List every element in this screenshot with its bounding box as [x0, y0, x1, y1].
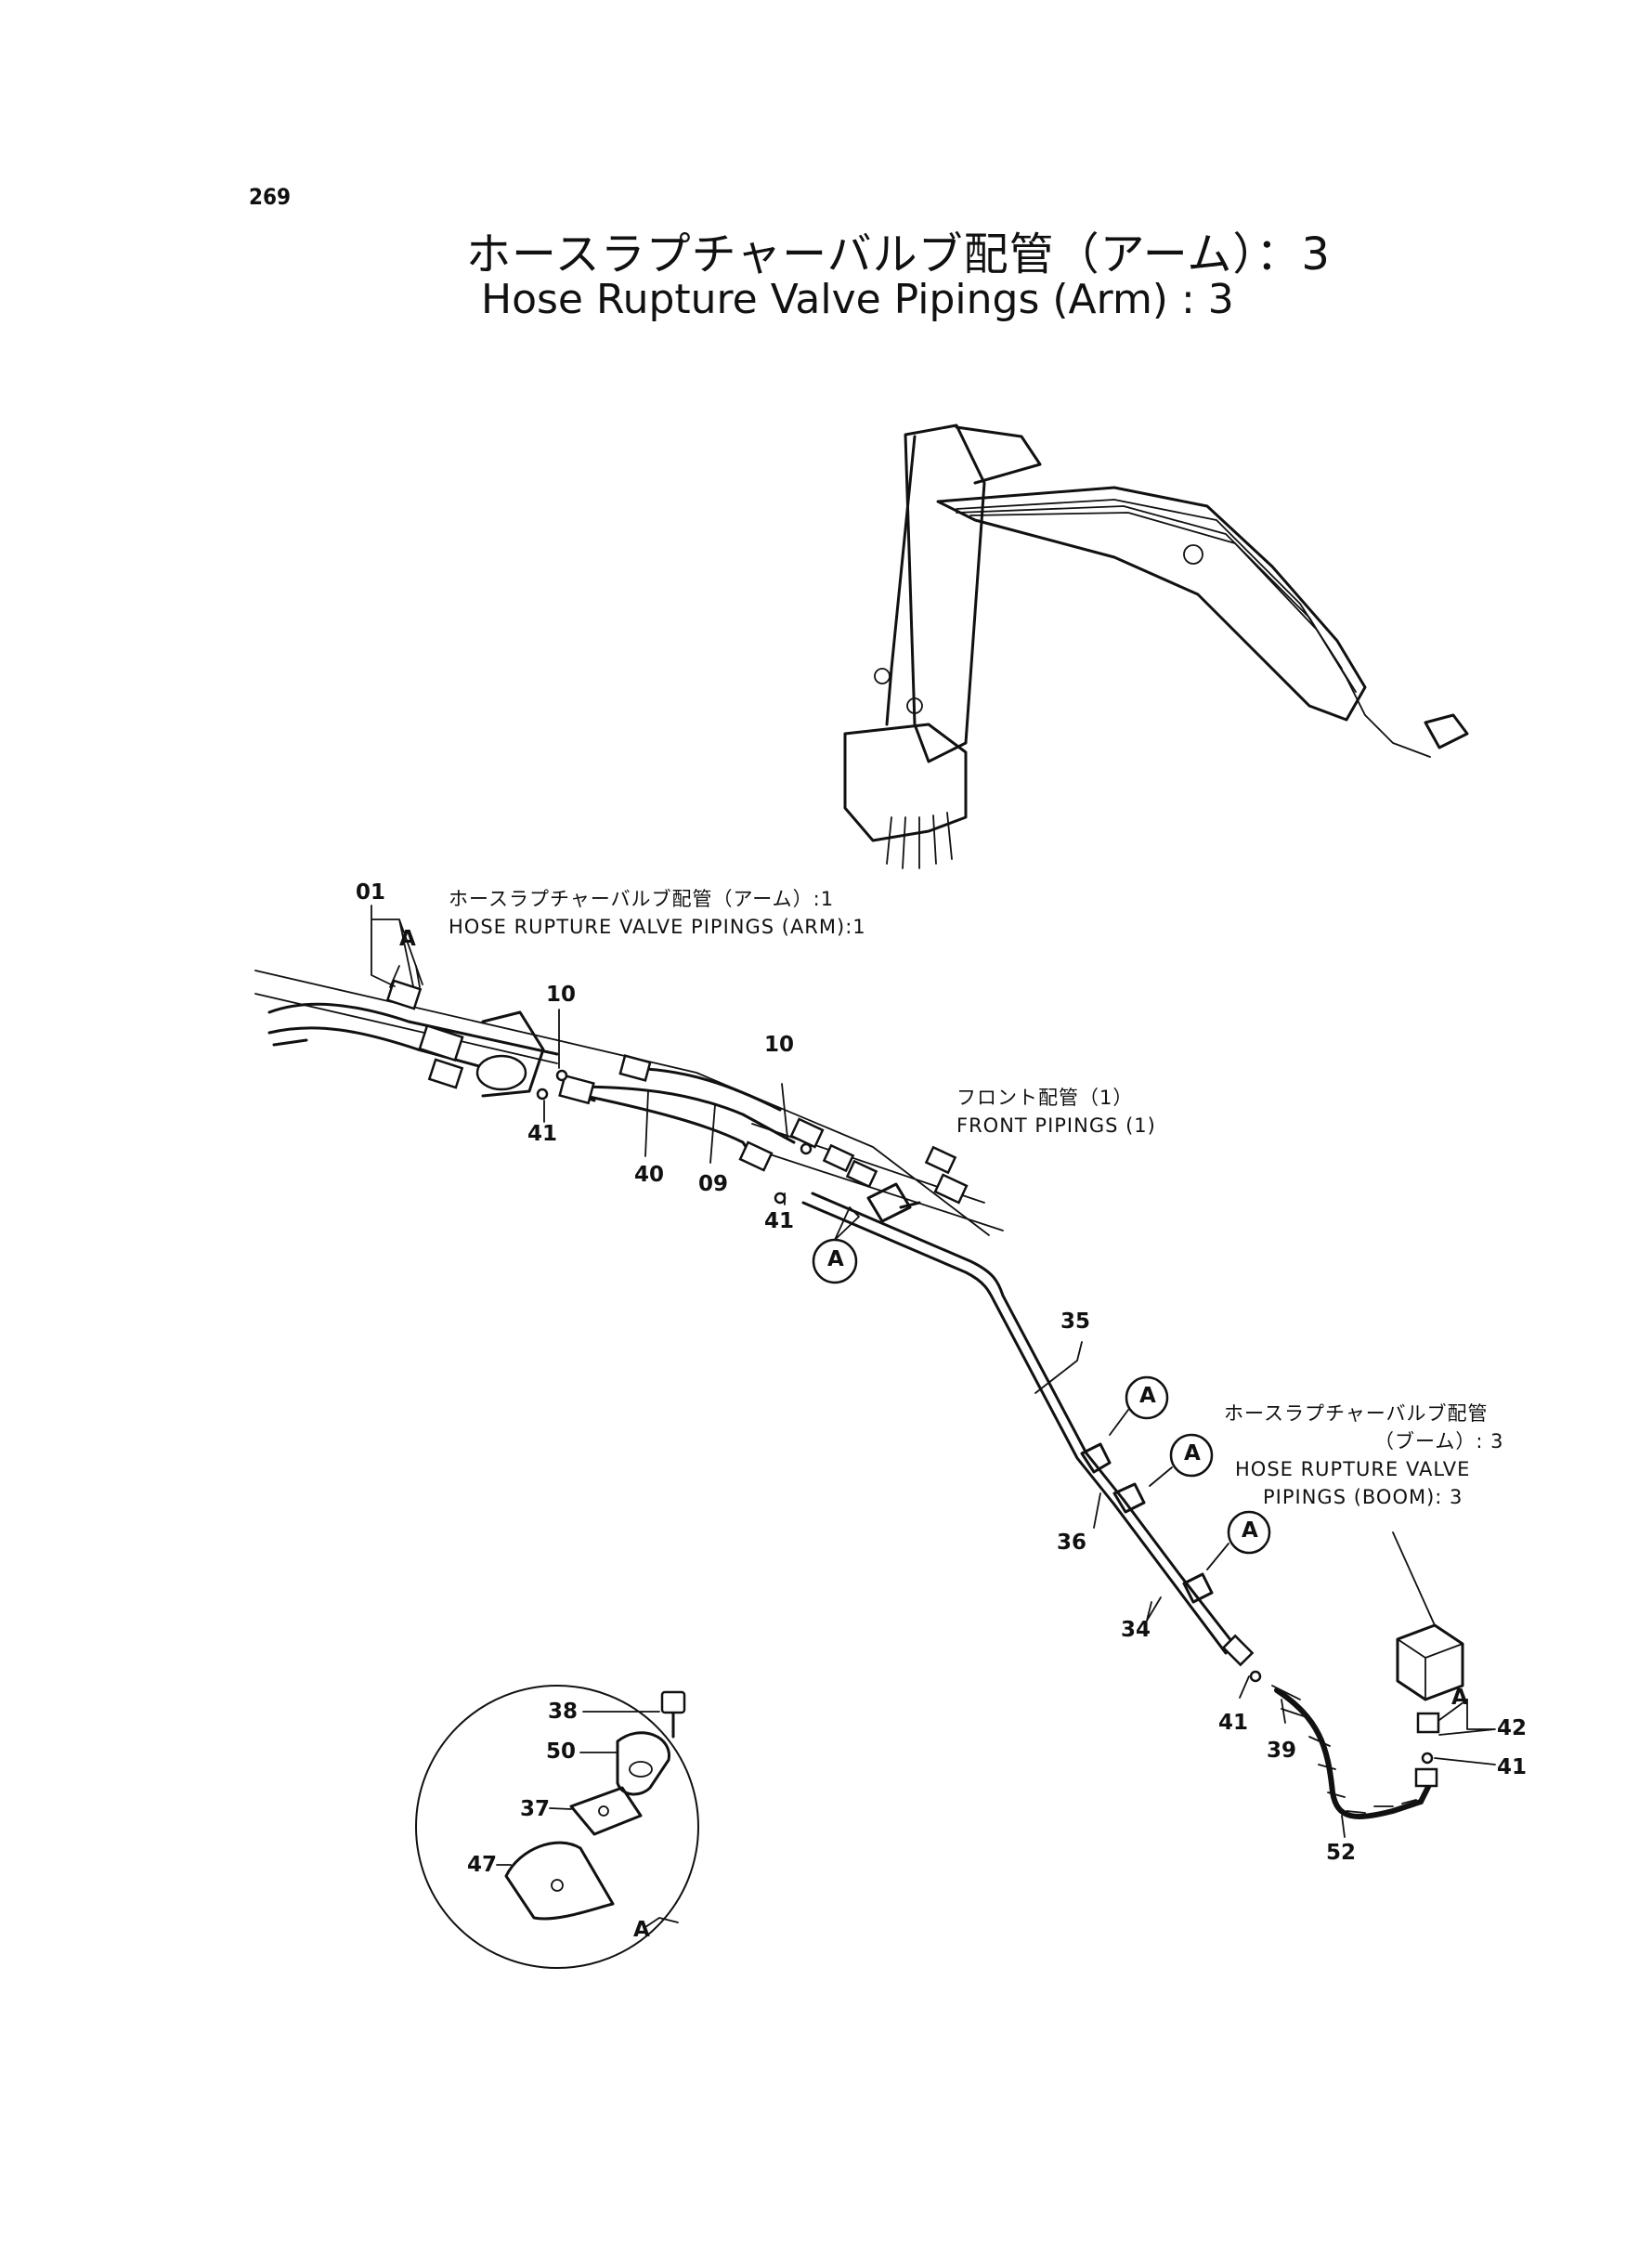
callout-52: 52 [1326, 1841, 1357, 1865]
callout-a-detail: A [633, 1918, 650, 1942]
note-front-english: FRONT PIPINGS (1) [956, 1114, 1156, 1137]
detail-marker-a-2-label: A [1139, 1384, 1156, 1408]
callout-42: 42 [1497, 1716, 1528, 1740]
detail-marker-a-4 [1227, 1510, 1271, 1555]
note-arm1-japanese: ホースラプチャーバルブ配管（アーム）:1 [449, 888, 835, 910]
callout-leader-lines [371, 905, 1496, 1838]
callout-41-lower: 41 [1218, 1711, 1249, 1735]
callout-39: 39 [1267, 1739, 1297, 1763]
callout-41-right: 41 [1497, 1755, 1528, 1779]
detail-marker-a-2 [1125, 1375, 1169, 1420]
detail-a-view [415, 1685, 699, 1969]
page-title-english: Hose Rupture Valve Pipings (Arm) : 3 [481, 276, 1234, 323]
page-title-japanese: ホースラプチャーバルブ配管（アーム）：3 [466, 228, 1331, 280]
pipe-run-illustration [254, 970, 1464, 1819]
note-boom3-english-2: PIPINGS (BOOM): 3 [1263, 1486, 1463, 1508]
callout-41-middle: 41 [764, 1209, 795, 1233]
page-number: 269 [249, 184, 292, 210]
callout-a-right: A [1451, 1686, 1468, 1710]
callout-01: 01 [356, 880, 386, 905]
callout-a-top: A [399, 927, 416, 951]
excavator-overview-illustration [843, 423, 1469, 869]
callout-50: 50 [546, 1739, 577, 1764]
note-boom3-english-1: HOSE RUPTURE VALVE [1235, 1458, 1471, 1480]
detail-markers [812, 1206, 1271, 1570]
callout-47: 47 [467, 1853, 498, 1877]
detail-marker-a-4-label: A [1242, 1518, 1258, 1543]
detail-marker-a-3-label: A [1184, 1441, 1201, 1466]
callout-09: 09 [698, 1172, 729, 1196]
callout-41-left: 41 [527, 1122, 558, 1146]
detail-marker-a-3 [1169, 1433, 1214, 1478]
callout-37: 37 [520, 1797, 551, 1821]
note-boom3-japanese-1: ホースラプチャーバルブ配管 [1224, 1402, 1489, 1425]
callout-10-left: 10 [546, 983, 577, 1007]
callout-40: 40 [634, 1163, 665, 1187]
note-arm1-english: HOSE RUPTURE VALVE PIPINGS (ARM):1 [449, 916, 866, 938]
note-boom3-japanese-2: （ブーム）: 3 [1374, 1430, 1504, 1453]
callout-38: 38 [548, 1700, 579, 1724]
callout-36: 36 [1057, 1531, 1087, 1555]
callout-35: 35 [1060, 1309, 1091, 1334]
callout-10-right: 10 [764, 1033, 795, 1057]
callout-34: 34 [1121, 1618, 1151, 1642]
detail-marker-a-1-label: A [827, 1247, 844, 1271]
note-front-japanese: フロント配管（1） [956, 1087, 1134, 1109]
